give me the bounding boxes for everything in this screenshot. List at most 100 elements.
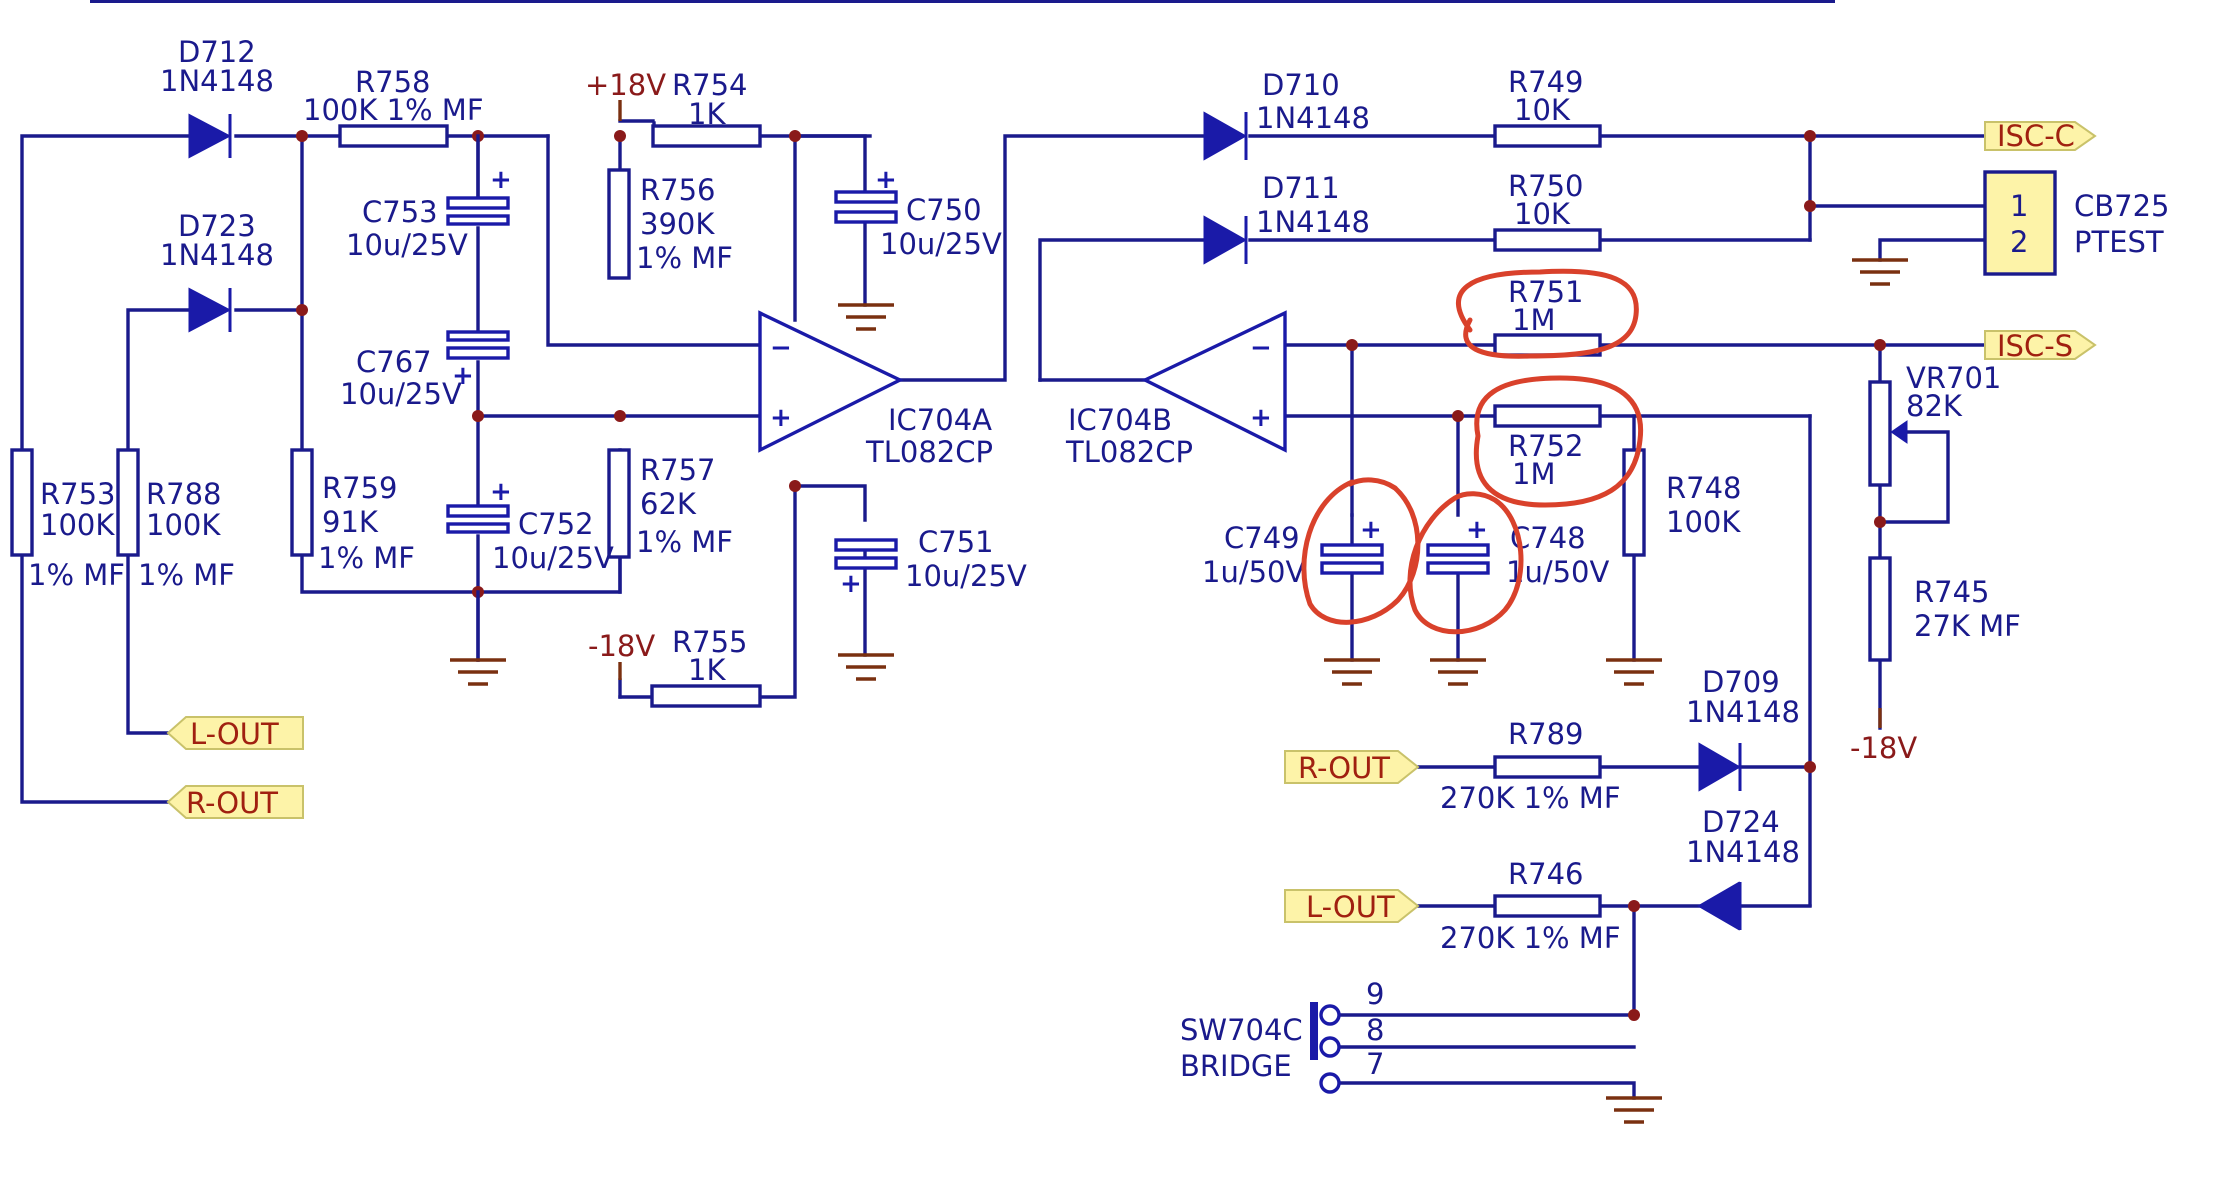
port-r-out-left: R-OUT <box>166 785 304 820</box>
d709-value: 1N4148 <box>1686 695 1800 729</box>
ground-icon <box>1852 238 1987 286</box>
r752-value: 1M <box>1512 457 1555 491</box>
port-isc-c: ISC-C <box>1984 119 2097 153</box>
port-isc-s: ISC-S <box>1984 329 2097 363</box>
c767-ref: C767 <box>356 345 432 379</box>
r788-value: 100K <box>146 508 221 542</box>
ground-icon <box>450 590 506 686</box>
resistor-r745: R745 27K MF <box>1868 556 2021 662</box>
r749-value: 10K <box>1514 93 1571 127</box>
diode-d709: D709 1N4148 <box>1686 665 1800 792</box>
c753-value: 10u/25V <box>346 228 468 262</box>
svg-text:ISC-S: ISC-S <box>1997 329 2073 363</box>
capacitor-c767: + C767 10u/25V <box>340 330 510 411</box>
d724-value: 1N4148 <box>1686 835 1800 869</box>
resistor-r789: R789 270K 1% MF <box>1440 717 1621 815</box>
r753-tolerance: 1% MF <box>28 558 125 592</box>
resistor-r749: R749 10K <box>1493 65 1602 148</box>
r788-ref: R788 <box>146 477 222 511</box>
svg-text:+: + <box>452 361 474 391</box>
r749-ref: R749 <box>1508 65 1584 99</box>
d723-value: 1N4148 <box>160 238 274 272</box>
c752-ref: C752 <box>518 507 594 541</box>
svg-text:+: + <box>875 165 897 195</box>
capacitor-c751: + C751 10u/25V <box>834 525 1027 599</box>
svg-text:2: 2 <box>2010 225 2028 259</box>
r750-value: 10K <box>1514 197 1571 231</box>
r789-value: 270K 1% MF <box>1440 781 1621 815</box>
vr701-value: 82K <box>1906 389 1963 423</box>
c751-ref: C751 <box>918 525 994 559</box>
r746-ref: R746 <box>1508 857 1584 891</box>
sw704c-ref: SW704C <box>1180 1013 1303 1047</box>
svg-text:−: − <box>1250 333 1272 363</box>
r755-ref: R755 <box>672 625 748 659</box>
r753-value: 100K <box>40 508 115 542</box>
ground-icon <box>838 303 894 331</box>
ground-icon <box>838 653 894 681</box>
svg-text:R-OUT: R-OUT <box>1298 751 1390 785</box>
ic704a-ref: IC704A <box>888 403 992 437</box>
c753-ref: C753 <box>362 195 438 229</box>
opamp-ic704a: − + IC704A TL082CP <box>758 310 993 469</box>
port-l-out-right: L-OUT <box>1284 889 1420 924</box>
annotation-circles <box>1301 268 1644 635</box>
c749-ref: C749 <box>1224 521 1300 555</box>
svg-text:1: 1 <box>2010 189 2028 223</box>
d709-ref: D709 <box>1702 665 1780 699</box>
r751-value: 1M <box>1512 303 1555 337</box>
svg-text:8: 8 <box>1366 1013 1384 1047</box>
resistor-r757: R757 62K 1% MF <box>607 448 733 559</box>
r757-tolerance: 1% MF <box>636 525 733 559</box>
svg-text:7: 7 <box>1366 1047 1384 1081</box>
resistor-r750: R750 10K <box>1493 169 1602 252</box>
d710-ref: D710 <box>1262 68 1340 102</box>
resistor-r754: R754 1K <box>651 68 762 148</box>
svg-text:+: + <box>770 403 792 433</box>
capacitor-c752: + C752 10u/25V <box>446 477 614 575</box>
r759-ref: R759 <box>322 471 398 505</box>
r745-value: 27K MF <box>1914 609 2021 643</box>
opamp-ic704b: − + IC704B TL082CP <box>1065 310 1287 469</box>
potentiometer-vr701: VR701 82K <box>1868 361 2001 487</box>
c750-value: 10u/25V <box>880 227 1002 261</box>
resistor-r752: R752 1M <box>1493 404 1602 491</box>
diode-d712: D712 1N4148 <box>160 35 274 159</box>
resistor-r756: R756 390K 1% MF <box>607 168 733 280</box>
r755-value: 1K <box>688 653 726 687</box>
c750-ref: C750 <box>906 193 982 227</box>
cb725-value: PTEST <box>2074 225 2164 259</box>
ic704a-value: TL082CP <box>865 435 993 469</box>
r750-ref: R750 <box>1508 169 1584 203</box>
r754-value: 1K <box>688 97 726 131</box>
resistor-r788: R788 100K 1% MF <box>116 448 235 592</box>
d711-ref: D711 <box>1262 171 1340 205</box>
ic704b-value: TL082CP <box>1065 435 1193 469</box>
rail-neg-18v: -18V <box>588 629 655 663</box>
r789-ref: R789 <box>1508 717 1584 751</box>
svg-text:L-OUT: L-OUT <box>190 717 279 751</box>
d710-value: 1N4148 <box>1256 101 1370 135</box>
svg-text:9: 9 <box>1366 977 1384 1011</box>
r753-ref: R753 <box>40 477 116 511</box>
r759-tolerance: 1% MF <box>318 541 415 575</box>
port-l-out-left: L-OUT <box>166 716 304 751</box>
resistor-r746: R746 270K 1% MF <box>1440 857 1621 955</box>
svg-text:+: + <box>1250 403 1272 433</box>
r757-value: 62K <box>640 487 697 521</box>
vr701-ref: VR701 <box>1906 361 2001 395</box>
c752-value: 10u/25V <box>492 541 614 575</box>
switch-sw704c: 9 8 7 SW704C BRIDGE <box>1180 977 1384 1094</box>
ground-symbols <box>450 238 1987 1124</box>
ic704b-ref: IC704B <box>1068 403 1172 437</box>
r752-ref: R752 <box>1508 429 1584 463</box>
power-labels: +18V -18V -18V <box>585 68 1917 765</box>
r751-ref: R751 <box>1508 275 1584 309</box>
svg-text:ISC-C: ISC-C <box>1997 119 2075 153</box>
r748-ref: R748 <box>1666 471 1742 505</box>
c751-value: 10u/25V <box>905 559 1027 593</box>
resistor-r748: R748 100K <box>1622 448 1742 557</box>
ground-icon <box>1430 658 1486 686</box>
r746-value: 270K 1% MF <box>1440 921 1621 955</box>
resistor-r755: R755 1K <box>650 625 762 708</box>
